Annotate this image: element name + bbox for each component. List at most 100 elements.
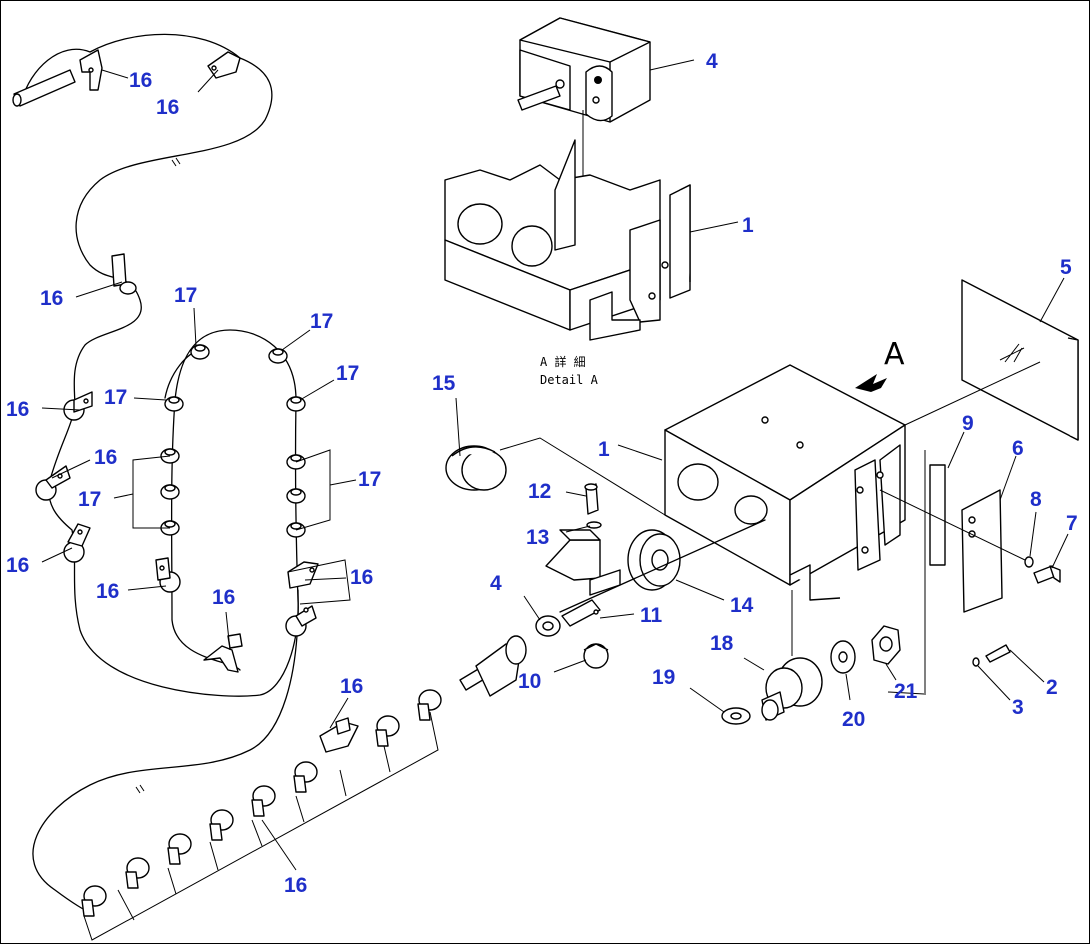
callout-3: 3	[1012, 696, 1024, 719]
part-4-motor	[517, 17, 651, 123]
harness-cable	[12, 33, 299, 911]
callout-20: 20	[842, 708, 865, 731]
callout-19: 19	[652, 666, 675, 689]
part-6-plate	[961, 489, 1003, 613]
part-13-washer	[586, 521, 602, 529]
leader-lines	[41, 59, 1069, 941]
callout-13: 13	[526, 526, 549, 549]
callout-17: 17	[310, 310, 333, 333]
grommet	[268, 348, 288, 364]
part-9-strip	[929, 464, 946, 566]
clamp	[81, 885, 107, 917]
part-20-washer	[830, 640, 856, 674]
callout-9: 9	[962, 412, 974, 435]
clamp	[167, 833, 192, 865]
clamp	[155, 557, 181, 593]
grommet	[160, 484, 180, 500]
part-1-bracket-detail	[444, 139, 691, 341]
harness-grommets	[160, 344, 306, 538]
callout-17: 17	[78, 488, 101, 511]
grommet	[190, 344, 210, 360]
clamp	[35, 465, 71, 501]
cable-end-sleeve	[12, 69, 76, 107]
clamp	[63, 523, 91, 563]
callout-17: 17	[336, 362, 359, 385]
callout-16: 16	[156, 96, 179, 119]
part-15-cap	[445, 445, 507, 491]
part-2-screw	[985, 644, 1011, 663]
callout-16: 16	[6, 398, 29, 421]
callout-17: 17	[104, 386, 127, 409]
part-5-plate	[961, 279, 1079, 441]
detail-caption-jp: A 詳 細	[540, 354, 586, 369]
callout-6: 6	[1012, 437, 1024, 460]
callout-16: 16	[129, 69, 152, 92]
callout-7: 7	[1066, 512, 1078, 535]
callout-16: 16	[6, 554, 29, 577]
callout-18: 18	[710, 632, 734, 655]
clamp	[319, 717, 359, 753]
callout-16: 16	[94, 446, 117, 469]
clamp	[251, 785, 276, 817]
clamp	[111, 253, 137, 295]
callout-1: 1	[742, 214, 754, 237]
view-a-arrow	[855, 374, 887, 394]
callout-16: 16	[350, 566, 373, 589]
grommet	[286, 488, 306, 504]
grommet	[164, 396, 184, 412]
part-4-nut	[535, 615, 561, 637]
part-11-bracket	[561, 599, 601, 627]
clamp	[375, 715, 400, 747]
part-21-nut	[871, 625, 901, 665]
clamp	[417, 689, 442, 721]
callout-17: 17	[358, 468, 381, 491]
callout-16: 16	[40, 287, 63, 310]
detail-a-view: A 詳 細 Detail A	[444, 17, 691, 387]
callout-17: 17	[174, 284, 197, 307]
clamp	[287, 561, 319, 589]
clamp	[293, 761, 318, 793]
callout-11: 11	[640, 604, 663, 627]
callout-15: 15	[432, 372, 456, 395]
clamp	[125, 857, 150, 889]
grommet	[286, 522, 306, 538]
switch-body	[545, 529, 621, 596]
view-a-marker: A	[884, 337, 905, 372]
lower-clamp-row	[81, 689, 442, 917]
callout-16: 16	[212, 586, 235, 609]
callout-numbers: 16 16 16 16 16 16 16 16 16 16 16 17 17 1…	[6, 50, 1078, 897]
callout-12: 12	[528, 480, 551, 503]
clamp	[209, 809, 234, 841]
callout-16: 16	[340, 675, 363, 698]
callout-4: 4	[706, 50, 718, 73]
part-7-bolt	[1033, 565, 1061, 584]
clamp	[285, 605, 317, 637]
part-10-spacer	[583, 643, 609, 669]
harness-connector	[459, 635, 527, 697]
clamp	[79, 49, 103, 91]
part-1-housing	[664, 364, 906, 601]
clamp	[207, 51, 241, 79]
callout-14: 14	[730, 594, 754, 617]
callout-8: 8	[1030, 488, 1042, 511]
callout-2: 2	[1046, 676, 1058, 699]
part-12-bolt	[584, 483, 599, 515]
clamp	[203, 633, 243, 673]
callout-5: 5	[1060, 256, 1072, 279]
callout-4: 4	[490, 572, 502, 595]
callout-21: 21	[894, 680, 918, 703]
callout-1: 1	[598, 438, 610, 461]
part-8-washer	[1024, 556, 1034, 568]
part-19-washer	[721, 707, 751, 725]
callout-16: 16	[96, 580, 119, 603]
clamp	[63, 391, 93, 421]
callout-10: 10	[518, 670, 541, 693]
detail-caption-en: Detail A	[540, 373, 599, 387]
part-18-bushing	[761, 657, 823, 721]
part-3-washer	[972, 657, 980, 667]
callout-16: 16	[284, 874, 307, 897]
harness-clamps	[35, 49, 319, 673]
grommet	[286, 396, 306, 412]
part-14-grommet	[627, 529, 681, 591]
